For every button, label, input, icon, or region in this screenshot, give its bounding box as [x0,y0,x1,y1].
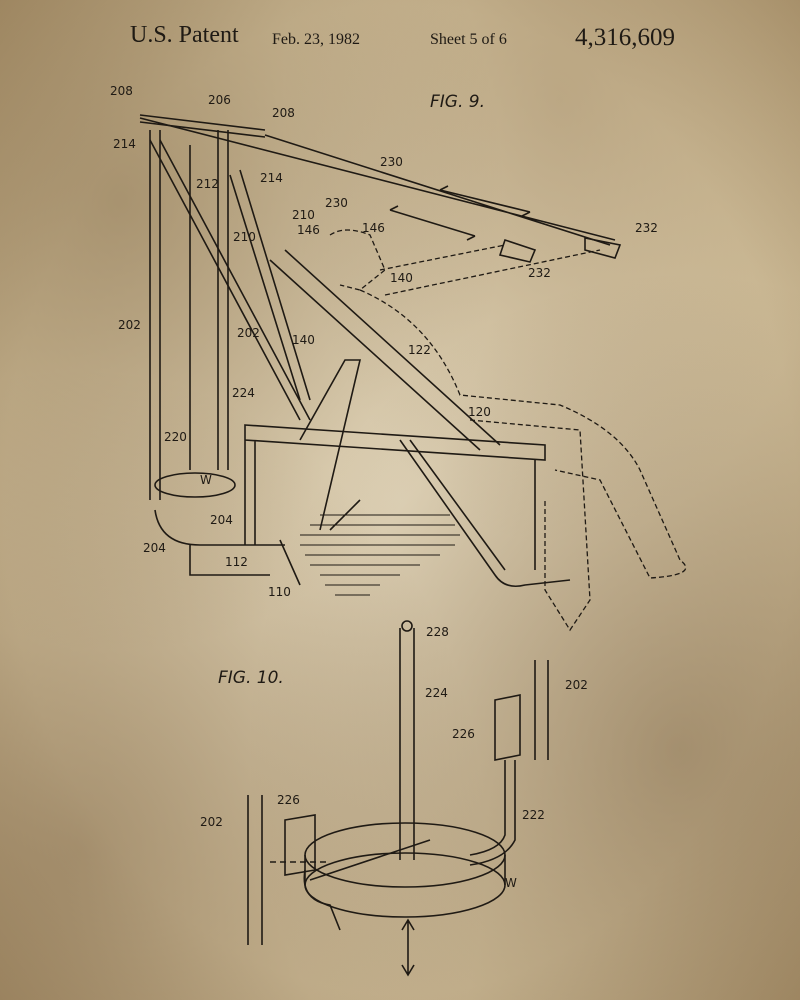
ref-label: 226 [452,727,475,741]
ref-label: 230 [380,155,403,169]
ref-label: 224 [232,386,255,400]
ref-label: 204 [210,513,233,527]
fig-10-title: FIG. 10. [218,668,284,688]
ref-label: 204 [143,541,166,555]
ref-label: 140 [390,271,413,285]
ref-label: 222 [522,808,545,822]
ref-label: 120 [468,405,491,419]
sheet-number: Sheet 5 of 6 [430,31,507,48]
ref-label: 202 [565,678,588,692]
ref-label: 210 [233,230,256,244]
ref-label: 220 [164,430,187,444]
ref-label: 224 [425,686,448,700]
ref-label: 202 [237,326,260,340]
ref-label: 202 [118,318,141,332]
ref-label: W [200,473,212,487]
ref-label: 232 [528,266,551,280]
ref-label: 212 [196,177,219,191]
ref-label: 208 [272,106,295,120]
ref-label: 230 [325,196,348,210]
patent-date: Feb. 23, 1982 [272,31,360,48]
fig-9-title: FIG. 9. [430,92,485,112]
ref-label: 146 [297,223,320,237]
ref-label: 110 [268,585,291,599]
ref-label: 140 [292,333,315,347]
ref-label: 208 [110,84,133,98]
ref-label: 210 [292,208,315,222]
ref-label: 146 [362,221,385,235]
ref-label: W [505,876,517,890]
ref-label: 112 [225,555,248,569]
patent-number: 4,316,609 [575,24,675,51]
ref-label: 122 [408,343,431,357]
ref-label: 206 [208,93,231,107]
ref-label: 232 [635,221,658,235]
ref-label: 214 [113,137,136,151]
patent-title: U.S. Patent [130,22,239,48]
ref-label: 202 [200,815,223,829]
ref-label: 214 [260,171,283,185]
ref-label: 228 [426,625,449,639]
ref-label: 226 [277,793,300,807]
